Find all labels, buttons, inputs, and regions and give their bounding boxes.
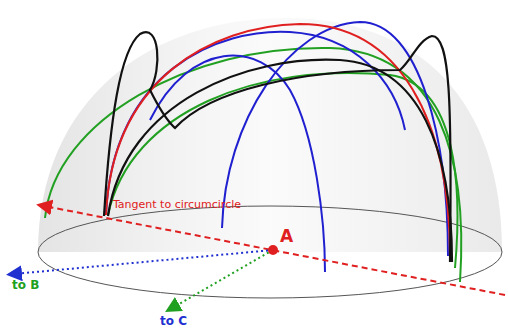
direction-c-line <box>172 250 273 308</box>
base-circle <box>38 206 502 298</box>
direction-label: to B <box>12 278 72 292</box>
tangent-label: Tangent to circumcircle <box>112 198 242 211</box>
point-label: A <box>280 226 310 246</box>
black-arc <box>108 60 452 262</box>
blue-arc <box>150 56 325 272</box>
point-a <box>268 245 278 255</box>
direction-b-line <box>14 250 273 274</box>
direction-label: to C <box>160 314 220 328</box>
blue-arc <box>222 22 448 256</box>
tangent-line <box>44 206 505 295</box>
